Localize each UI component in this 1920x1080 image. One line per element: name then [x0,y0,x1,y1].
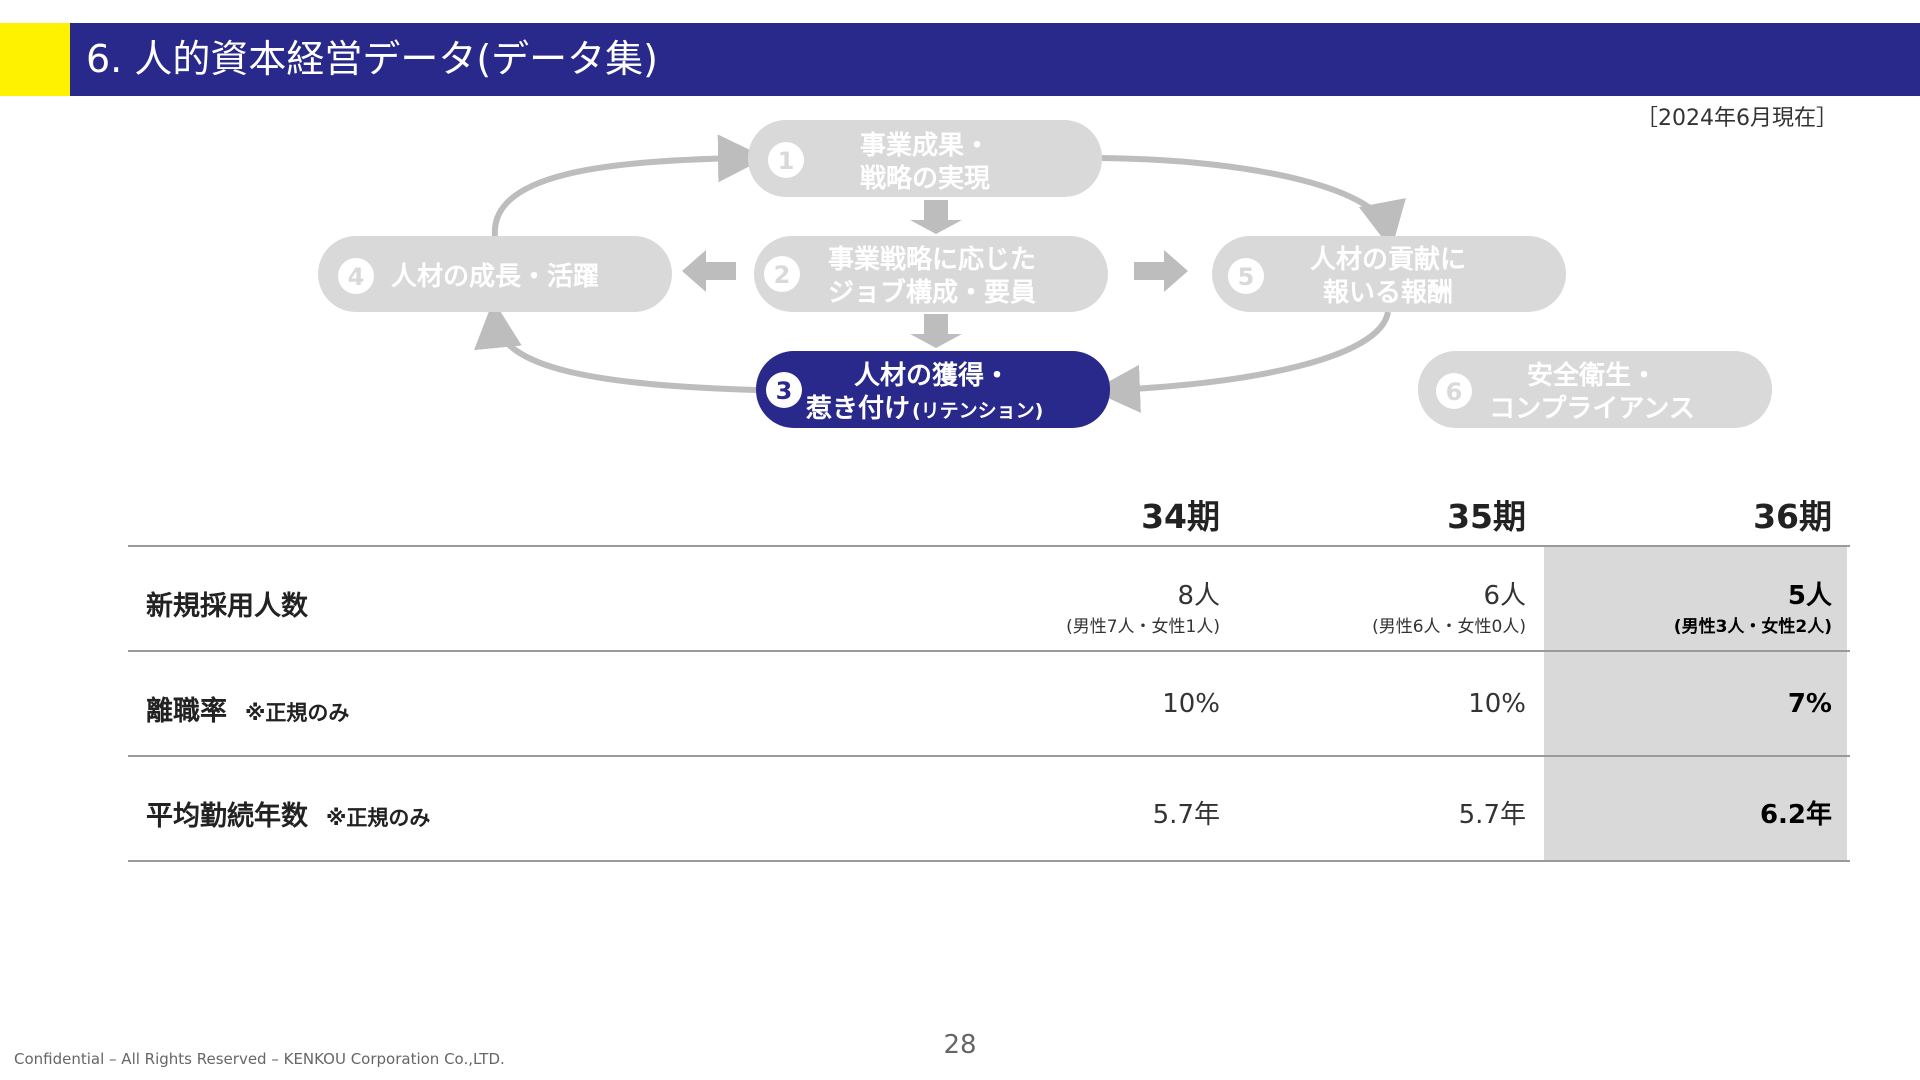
cell-value: 7% [1787,689,1832,719]
cycle-node-3-suffix: (リテンション) [912,400,1043,422]
cell-breakdown: (男性6人・女性0人) [1372,617,1526,637]
cell-breakdown: (男性7人・女性1人) [1066,617,1220,637]
confidential-footer: Confidential – All Rights Reserved – KEN… [14,1050,505,1068]
cycle-node-4-number: 4 [348,263,365,291]
row-label-text: 平均勤続年数 [146,801,308,832]
arrow-2-to-5 [1134,250,1188,292]
arrow-1-to-5 [1101,155,1406,250]
cycle-node-6-number: 6 [1446,378,1463,406]
cell-new-hires-35: 6人 (男性6人・女性0人) [1266,575,1526,637]
row-label-new-hires: 新規採用人数 [146,584,308,623]
cycle-node-1-line1: 事業成果・ [860,131,990,161]
cell-tenure-35: 5.7年 [1266,794,1526,831]
column-header-36: 36期 [1753,497,1832,536]
cell-value: 6人 [1483,581,1526,611]
cycle-node-5: 5 人材の貢献に 報いる報酬 [1212,236,1566,312]
cycle-node-4: 4 人材の成長・活躍 [318,236,672,312]
cell-value: 5.7年 [1152,800,1220,830]
row-label-turnover: 離職率 ※正規のみ [146,689,349,728]
row-label-text: 離職率 [146,696,227,727]
table-rule-1 [128,650,1850,652]
latest-period-highlight [1544,546,1847,861]
cycle-node-5-line1: 人材の貢献に [1310,245,1466,275]
cell-tenure-34: 5.7年 [960,794,1220,831]
cycle-node-6: 6 安全衛生・ コンプライアンス [1418,351,1772,428]
table-rule-top [128,545,1850,547]
cell-value: 5.7年 [1458,800,1526,830]
cell-breakdown: (男性3人・女性2人) [1673,617,1832,637]
cell-value: 10% [1162,689,1220,719]
row-label-tenure: 平均勤続年数 ※正規のみ [146,794,430,833]
cycle-node-2-number: 2 [774,261,791,289]
cycle-node-1-line2: 戦略の実現 [860,163,990,194]
cell-turnover-36: 7% [1572,689,1832,719]
as-of-date: ［2024年6月現在］ [1636,106,1838,131]
cycle-node-5-line2: 報いる報酬 [1323,278,1453,308]
table-rule-bottom [128,860,1850,862]
cell-value: 8人 [1177,581,1220,611]
row-label-note: ※正規のみ [326,806,431,830]
cycle-node-3-line2: 惹き付け [806,394,910,424]
page-title: 6. 人的資本経営データ(データ集) [86,37,658,81]
cell-new-hires-36: 5人 (男性3人・女性2人) [1572,575,1832,637]
table-rule-2 [128,755,1850,757]
arrow-4-to-1 [491,134,766,237]
arrow-1-to-2 [910,200,962,234]
cell-turnover-34: 10% [960,689,1220,719]
cell-value: 10% [1468,689,1526,719]
cycle-node-2-line2: ジョブ構成・要員 [828,277,1036,308]
row-label-note: ※正規のみ [245,701,350,725]
cell-value: 5人 [1787,581,1832,611]
arrow-3-to-4 [474,300,757,393]
cell-turnover-35: 10% [1266,689,1526,719]
cycle-node-1: 1 事業成果・ 戦略の実現 [748,120,1102,197]
row-label-text: 新規採用人数 [146,591,308,622]
cycle-node-4-line1: 人材の成長・活躍 [391,262,599,292]
cycle-node-1-number: 1 [778,147,795,175]
title-accent-bar [0,23,70,96]
cycle-node-6-line1: 安全衛生・ [1527,360,1657,391]
cell-value: 6.2年 [1759,800,1832,830]
arrow-2-to-3 [910,314,962,348]
column-header-35: 35期 [1447,497,1526,536]
cycle-node-5-number: 5 [1238,263,1255,291]
cycle-node-6-line2: コンプライアンス [1489,394,1695,424]
arrow-2-to-4 [682,250,736,292]
cycle-node-3: 3 人材の獲得・ 惹き付け (リテンション) [756,351,1110,428]
cycle-node-2: 2 事業戦略に応じた ジョブ構成・要員 [754,236,1108,312]
cycle-node-2-line1: 事業戦略に応じた [828,244,1036,275]
cycle-node-3-line1: 人材の獲得・ [854,361,1010,391]
cell-new-hires-34: 8人 (男性7人・女性1人) [960,575,1220,637]
cycle-node-3-number: 3 [776,377,793,405]
page-number: 28 [943,1030,977,1060]
title-bar [70,23,1920,96]
cell-tenure-36: 6.2年 [1572,794,1832,831]
arrow-5-to-3 [1092,311,1391,413]
column-header-34: 34期 [1141,497,1220,536]
